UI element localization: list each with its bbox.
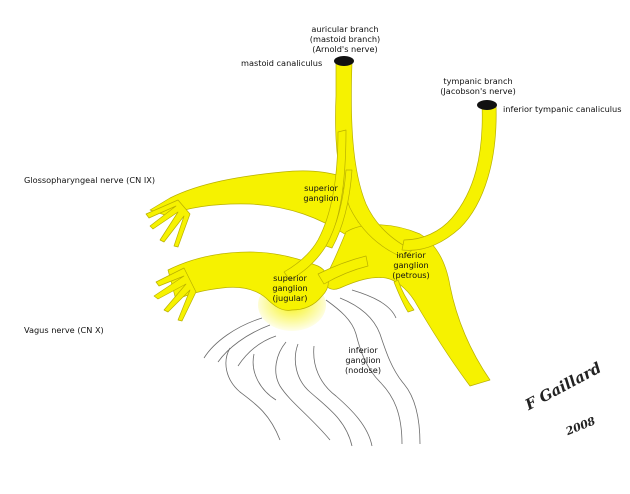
auricular-left-limb [283,129,347,281]
label-superior-ganglion-ix: superior ganglion [303,183,339,203]
label-superior-ganglion-jugular: superior ganglion (jugular) [272,273,308,303]
tympanic-branch [401,103,497,251]
auricular-thin-loop [325,169,353,249]
label-inferior-ganglion-nodose: inferior ganglion (nodose) [344,345,382,375]
label-inferior-tympanic-canaliculus: inferior tympanic canaliculus [503,104,622,114]
nodose-ganglion-outline [203,289,421,447]
ganglion-commissure [317,255,369,285]
glossopharyngeal-rootlets [145,199,191,248]
label-auricular-branch: auricular branch (mastoid branch) (Arnol… [309,24,381,54]
petrous-lower-branch [393,279,415,313]
yellow-nerves [145,61,497,387]
label-tympanic-branch: tympanic branch (Jacobson's nerve) [440,76,516,96]
vagus-rootlets [153,267,197,322]
vagus-trunk [167,251,329,311]
label-inferior-ganglion-petrous: inferior ganglion (petrous) [392,250,430,280]
label-vagus-nerve: Vagus nerve (CN X) [24,325,104,335]
label-mastoid-canaliculus: mastoid canaliculus [241,58,323,68]
inferior-tympanic-canaliculus-opening [477,100,497,110]
mastoid-canaliculus-opening [334,56,354,66]
label-glossopharyngeal-nerve: Glossopharyngeal nerve (CN IX) [24,175,156,185]
